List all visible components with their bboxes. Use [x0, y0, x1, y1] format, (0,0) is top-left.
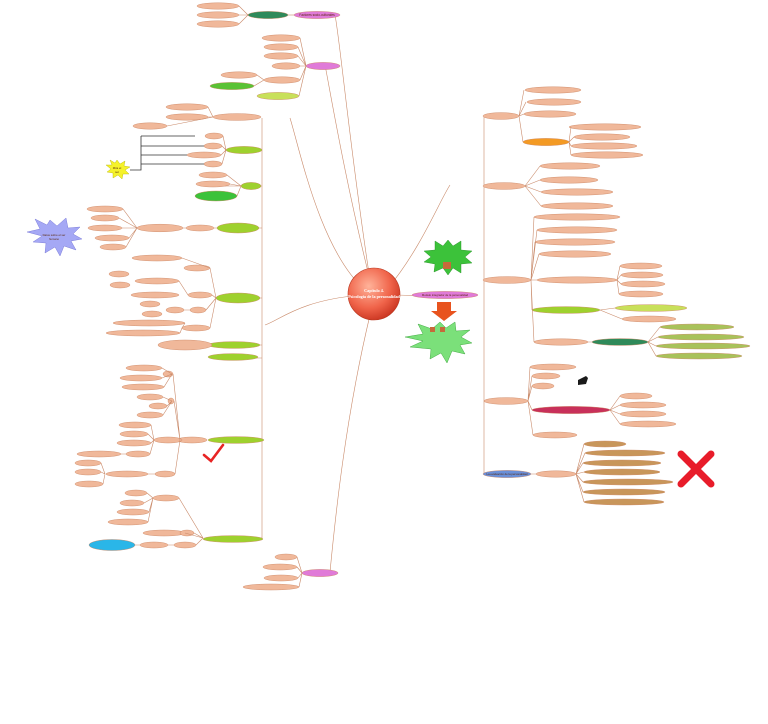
- node-olive-3: [655, 342, 751, 350]
- node-purple-bottom: [301, 569, 339, 577]
- node-green-small: [209, 82, 255, 90]
- central-topic[interactable]: Capítulo 4. Psicología de la personalida…: [347, 267, 401, 321]
- down-arrow-icon: [431, 302, 457, 321]
- node-brown-5: [582, 478, 674, 486]
- label-evaluacion: La evaluación de la personalidad: [487, 472, 528, 476]
- node-cyan-leaf: [88, 539, 136, 551]
- node-green-row538: [202, 535, 264, 543]
- label-factores-socioculturales: Factores socio-culturales: [299, 13, 335, 17]
- node-olive-4: [655, 352, 743, 360]
- svg-text:Mira el: Mira el: [113, 166, 122, 170]
- svg-text:humano: humano: [49, 237, 60, 241]
- right-spine: [483, 115, 500, 475]
- green-star-burst: [423, 239, 473, 276]
- center-right-decorations: [404, 239, 473, 364]
- node-brown-6: [582, 488, 666, 496]
- central-topic-line1: Capítulo 4.: [364, 288, 384, 293]
- top-left-cluster: Factores socio-culturales: [196, 2, 341, 100]
- node-green-row298: [215, 292, 261, 304]
- yellow-star-burst: [105, 159, 131, 180]
- node-modelo-integrador[interactable]: [411, 291, 479, 299]
- node-orange-right: [522, 138, 570, 146]
- left-middle-clusters: Mira el set Datos sobre el ser humano: [26, 103, 339, 591]
- svg-text:set: set: [115, 170, 119, 174]
- node-green-row358: [207, 353, 259, 361]
- node-yellow-green-right: [614, 304, 688, 312]
- node-brown-4: [583, 468, 661, 476]
- node-green-row186: [240, 182, 262, 190]
- node-olive-2: [657, 333, 745, 341]
- person-icon-bottom-2: [440, 327, 445, 332]
- node-green-row150: [225, 146, 263, 154]
- node-yellow-green: [256, 92, 300, 100]
- person-icon-bottom: [430, 327, 435, 332]
- node-olive-1: [659, 323, 735, 331]
- node-green-right-310: [531, 306, 601, 314]
- node-enfoque-personalidad: [305, 62, 341, 70]
- node-dark-red-right: [531, 406, 611, 414]
- check-icon: [202, 443, 225, 463]
- node-brown-2: [584, 449, 666, 457]
- hand-icon: [578, 376, 588, 385]
- node-green-leaf-186: [194, 190, 238, 202]
- node-dark-green-right: [591, 338, 649, 346]
- node-green-row228: [216, 222, 260, 234]
- node-brown-3: [582, 459, 662, 467]
- central-topic-circle[interactable]: [347, 267, 401, 321]
- node-dark-green-top: [247, 11, 289, 19]
- green-star-burst-2: [404, 321, 473, 364]
- blue-star-burst: [26, 217, 83, 257]
- central-topic-line2: Psicología de la personalidad: [348, 294, 400, 299]
- right-branch-main: [411, 291, 479, 299]
- node-brown-1: [583, 440, 627, 448]
- node-green-row345: [207, 341, 261, 349]
- person-icon-top: [443, 262, 451, 269]
- label-modelo-integrador: Modelo integrador de la personalidad: [422, 293, 469, 297]
- node-brown-7: [583, 498, 665, 506]
- svg-text:Datos sobre el ser: Datos sobre el ser: [43, 233, 66, 237]
- cross-icon: [677, 450, 715, 488]
- right-clusters: [482, 86, 751, 506]
- node-green-row440: [207, 436, 265, 444]
